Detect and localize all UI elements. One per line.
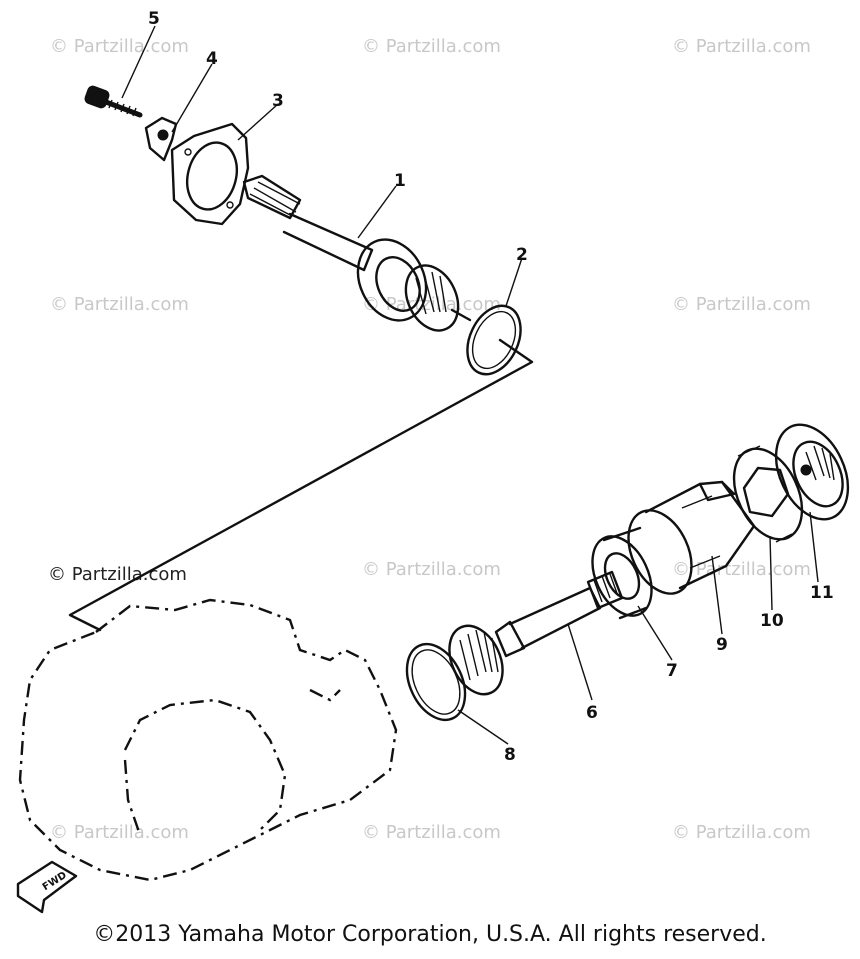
callout-1: 1	[394, 171, 406, 191]
watermark: © Partzilla.com	[672, 294, 811, 315]
callout-10: 10	[760, 611, 784, 631]
callout-5: 5	[148, 9, 160, 29]
part-6-shaft	[448, 570, 624, 696]
assembly-leader-line	[68, 338, 534, 632]
fwd-label: FWD	[41, 870, 69, 893]
callout-9: 9	[716, 635, 728, 655]
part-9-sleeve	[627, 480, 756, 595]
part-10-nut	[732, 445, 804, 543]
part-1-shaft	[242, 174, 472, 332]
watermark: © Partzilla.com	[50, 36, 189, 57]
part-3-gasket	[170, 122, 250, 226]
callout-4: 4	[206, 49, 218, 69]
callout-leaders	[121, 25, 819, 745]
part-4-lock-plate	[144, 116, 178, 162]
watermark: © Partzilla.com	[362, 822, 501, 843]
callout-7: 7	[666, 661, 678, 681]
part-5-bolt	[84, 85, 143, 118]
fwd-arrow-icon: FWD	[16, 860, 78, 914]
watermark: © Partzilla.com	[672, 36, 811, 57]
callout-2: 2	[516, 245, 528, 265]
engine-case-outline	[18, 598, 398, 882]
watermark: © Partzilla.com	[362, 559, 501, 580]
part-11-gear	[774, 423, 850, 521]
callout-11: 11	[810, 583, 834, 603]
watermark-dark: © Partzilla.com	[48, 564, 187, 585]
watermark: © Partzilla.com	[672, 822, 811, 843]
watermark: © Partzilla.com	[50, 294, 189, 315]
callout-3: 3	[272, 91, 284, 111]
watermark: © Partzilla.com	[362, 36, 501, 57]
watermark: © Partzilla.com	[50, 822, 189, 843]
copyright-notice: ©2013 Yamaha Motor Corporation, U.S.A. A…	[93, 922, 767, 947]
watermark: © Partzilla.com	[672, 559, 811, 580]
part-7-bearing	[591, 526, 653, 620]
callout-6: 6	[586, 703, 598, 723]
callout-8: 8	[504, 745, 516, 765]
